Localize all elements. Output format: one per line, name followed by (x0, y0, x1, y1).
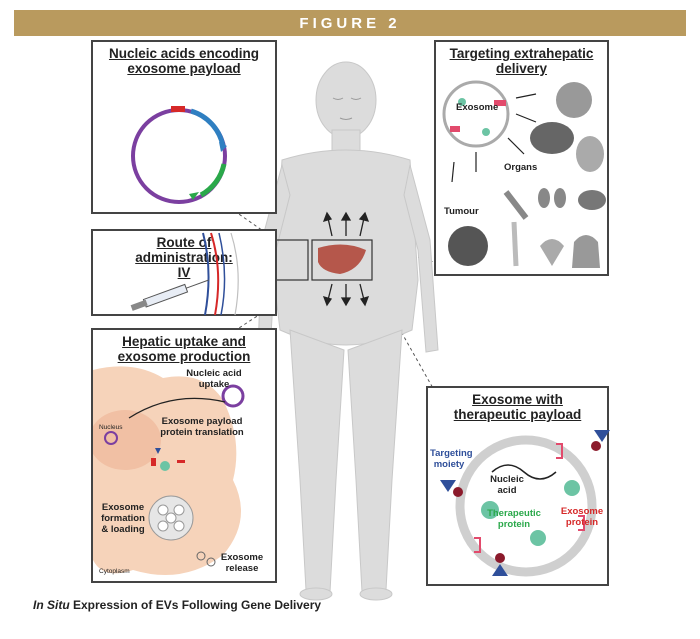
human-body (257, 61, 439, 601)
panel-title: Hepatic uptake and exosome production (117, 334, 251, 364)
label-exosome-protein: Exosome protein (560, 506, 604, 528)
label-formation: Exosome formation & loading (101, 502, 145, 535)
figure-caption: In Situ Expression of EVs Following Gene… (33, 598, 321, 612)
figure-title: FIGURE 2 (299, 14, 401, 32)
label-targeting-moiety: Targeting moiety (430, 448, 473, 470)
label-therapeutic-protein: Therapeutic protein (487, 508, 541, 530)
liver-box (311, 239, 373, 281)
label-cytoplasm: Cytoplasm (99, 568, 130, 575)
label-nucleic-acid: Nucleic acid (490, 474, 524, 496)
label-tumour: Tumour (444, 206, 479, 217)
panel-targeting: Targeting extrahepatic delivery Exosome … (434, 40, 609, 276)
label-exosome: Exosome (456, 102, 499, 113)
organs-illustration (442, 80, 606, 268)
label-nucleic-uptake: Nucleic acid uptake (186, 368, 242, 390)
label-organs: Organs (504, 162, 538, 173)
exosome-illustration (440, 430, 610, 577)
panel-nucleic-acids: Nucleic acids encoding exosome payload (91, 40, 277, 214)
panel-therapeutic: Exosome with therapeutic payload Targeti… (426, 386, 610, 586)
liver-icon (318, 244, 366, 274)
plasmid-icon (131, 106, 227, 204)
syringe-vein-icon (130, 232, 239, 316)
panel-title: Nucleic acids encoding exosome payload (108, 46, 260, 76)
hepatocyte-illustration (93, 366, 245, 575)
panel-route: Route of administration: IV (91, 229, 277, 316)
label-release: Exosome release (220, 552, 264, 574)
label-nucleus: Nucleus (99, 424, 123, 431)
figure-banner: FIGURE 2 (14, 10, 686, 36)
caption-italic: In Situ (33, 598, 70, 612)
panel-title: Targeting extrahepatic delivery (449, 46, 594, 76)
panel-title: Exosome with therapeutic payload (453, 392, 582, 422)
panel-hepatic-uptake: Hepatic uptake and exosome production Nu… (91, 328, 277, 583)
caption-text: Expression of EVs Following Gene Deliver… (69, 598, 322, 612)
label-translation: Exosome payload protein translation (160, 416, 244, 438)
